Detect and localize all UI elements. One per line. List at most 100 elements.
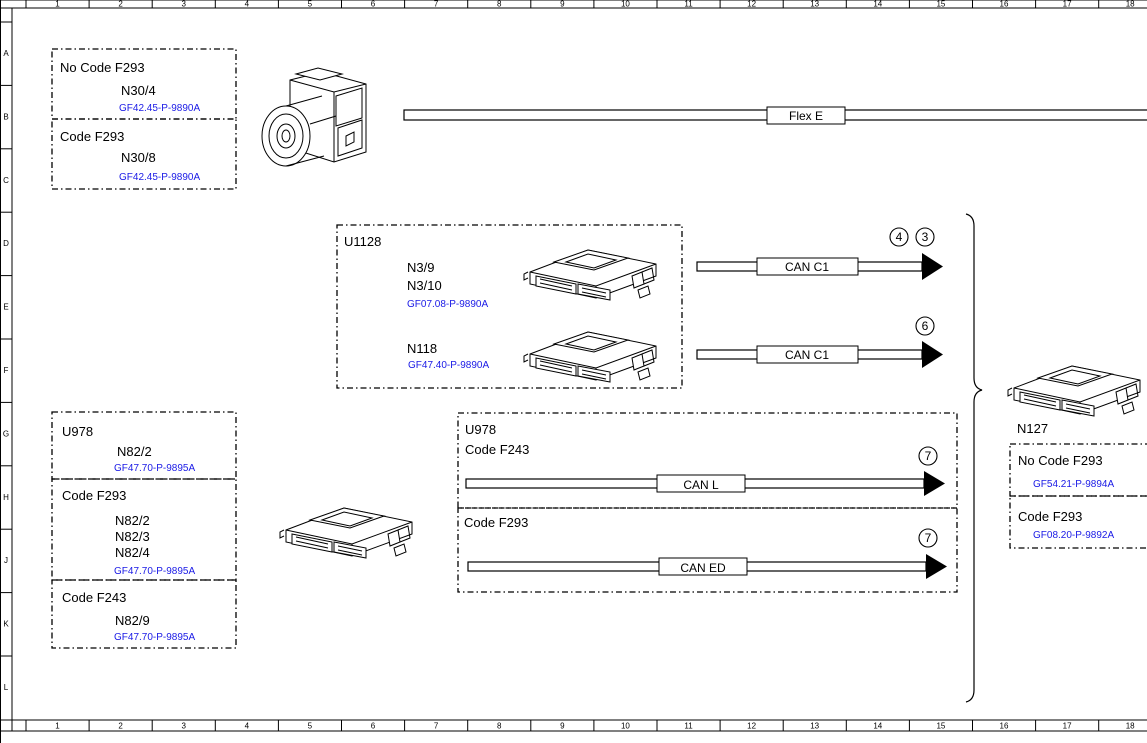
ref-gf07-08: GF07.08-P-9890A [407,299,488,310]
label-code-f293: Code F293 [60,129,124,144]
label-no-code-f293: No Code F293 [60,60,145,75]
grid-row-label: A [3,49,9,58]
bus-can-c1-a: CAN C1 4 3 [696,227,943,280]
ref-gf47-70-a: GF47.70-P-9895A [114,463,195,474]
grid-column-label: 4 [245,0,250,9]
grid-row-label: G [3,429,9,438]
grid-row-label: L [4,683,9,692]
ref-circle-7-b: 7 [925,531,932,545]
sensor-unit-icon [261,67,367,167]
grid-column-label: 16 [1000,0,1009,9]
group-n30-no-code: No Code F293 N30/4 GF42.45-P-9890A [51,48,237,120]
grid-column-label: 7 [434,722,439,731]
ref-circle-3: 3 [922,230,929,244]
label-code-f243-left: Code F243 [62,590,126,605]
grid-column-label: 7 [434,0,439,9]
grid-column-label: 13 [810,722,819,731]
bus-can-ed: CAN ED 7 [467,528,947,579]
grid-row-label: F [4,366,9,375]
component-n82-4: N82/4 [115,545,150,560]
ref-gf42-45-a: GF42.45-P-9890A [119,103,200,114]
grid-column-label: 10 [621,0,630,9]
bus-label-can-ed: CAN ED [680,561,726,575]
group-n82-code-f293: Code F293 N82/2 N82/3 N82/4 GF47.70-P-98… [51,478,237,581]
grid-column-label: 17 [1063,0,1072,9]
ref-gf08-20: GF08.20-P-9892A [1033,530,1114,541]
grid-column-label: 8 [497,722,502,731]
component-n3-9: N3/9 [407,260,434,275]
grid-column-label: 6 [371,722,376,731]
grid-column-label: 12 [747,0,756,9]
grid-row-label: B [3,112,8,121]
grid-column-label: 1 [55,0,60,9]
grid-column-label: 11 [684,722,693,731]
ref-circle-6: 6 [922,319,929,333]
label-u978-right: U978 [465,422,496,437]
label-u1128: U1128 [344,234,381,249]
grid-column-label: 13 [810,0,819,9]
grid-column-label: 18 [1126,0,1135,9]
label-code-f293-right: Code F293 [464,515,528,530]
grid-column-label: 15 [936,722,945,731]
grid-column-label: 11 [684,0,693,9]
label-code-f243-right: Code F243 [465,442,529,457]
grid-column-label: 1 [55,722,60,731]
grid-column-label: 10 [621,722,630,731]
bus-can-c1-b: CAN C1 6 [696,316,943,368]
ref-gf47-40: GF47.40-P-9890A [408,360,489,371]
grid-column-label: 15 [936,0,945,9]
ref-gf47-70-b: GF47.70-P-9895A [114,566,195,577]
grid-column-label: 2 [118,722,123,731]
grid-row-label: D [3,239,9,248]
grid-column-label: 8 [497,0,502,9]
component-n82-2-b: N82/2 [115,513,150,528]
grid-column-label: 18 [1126,722,1135,731]
target-n127: N127 No Code F293 GF54.21-P-9894A Code F… [1007,365,1147,549]
ref-gf47-70-c: GF47.70-P-9895A [114,632,195,643]
label-code-f293-n127: Code F293 [1018,509,1082,524]
component-n30-8: N30/8 [121,150,156,165]
bus-can-l: CAN L 7 [465,446,945,496]
grid-column-label: 3 [181,722,186,731]
component-n30-4: N30/4 [121,83,156,98]
label-u978-left: U978 [62,424,93,439]
grid-row-label: C [3,176,9,185]
group-n82-code-f243: Code F243 N82/9 GF47.70-P-9895A [51,579,237,649]
component-n82-2-a: N82/2 [117,444,152,459]
group-u1128: U1128 N3/9 N3/10 GF07.08-P-9890A N118 GF… [336,224,683,389]
group-u978-buses: U978 Code F243 Code F293 [457,412,958,593]
bus-label-can-c1-b: CAN C1 [785,348,829,362]
grid-column-label: 5 [308,0,313,9]
grid-column-label: 16 [1000,722,1009,731]
bus-label-flex-e: Flex E [789,109,823,123]
ref-gf54-21: GF54.21-P-9894A [1033,479,1114,490]
grid-column-label: 14 [873,0,882,9]
grid-column-label: 4 [245,722,250,731]
grid-column-label: 5 [308,722,313,731]
grid-column-label: 9 [560,722,565,731]
ref-circle-7-a: 7 [925,449,932,463]
component-n127: N127 [1017,421,1048,436]
component-n82-9: N82/9 [115,613,150,628]
label-no-code-f293-n127: No Code F293 [1018,453,1103,468]
bus-label-can-l: CAN L [683,478,719,492]
component-n118: N118 [407,341,437,356]
grid-column-label: 17 [1063,722,1072,731]
group-u978: U978 N82/2 GF47.70-P-9895A [51,411,237,480]
ref-gf42-45-b: GF42.45-P-9890A [119,172,200,183]
grid-row-label: K [3,620,9,629]
ref-circle-4: 4 [896,230,903,244]
grid-column-label: 12 [747,722,756,731]
group-n30-code: Code F293 N30/8 GF42.45-P-9890A [51,118,237,190]
component-n82-3: N82/3 [115,529,150,544]
label-code-f293-left: Code F293 [62,488,126,503]
bus-label-can-c1-a: CAN C1 [785,260,829,274]
grid-column-label: 14 [873,722,882,731]
grid-column-label: 2 [118,0,123,9]
grid-column-label: 3 [181,0,186,9]
grid-column-label: 6 [371,0,376,9]
component-n3-10: N3/10 [407,278,442,293]
bus-flex-e: Flex E [403,106,1147,125]
